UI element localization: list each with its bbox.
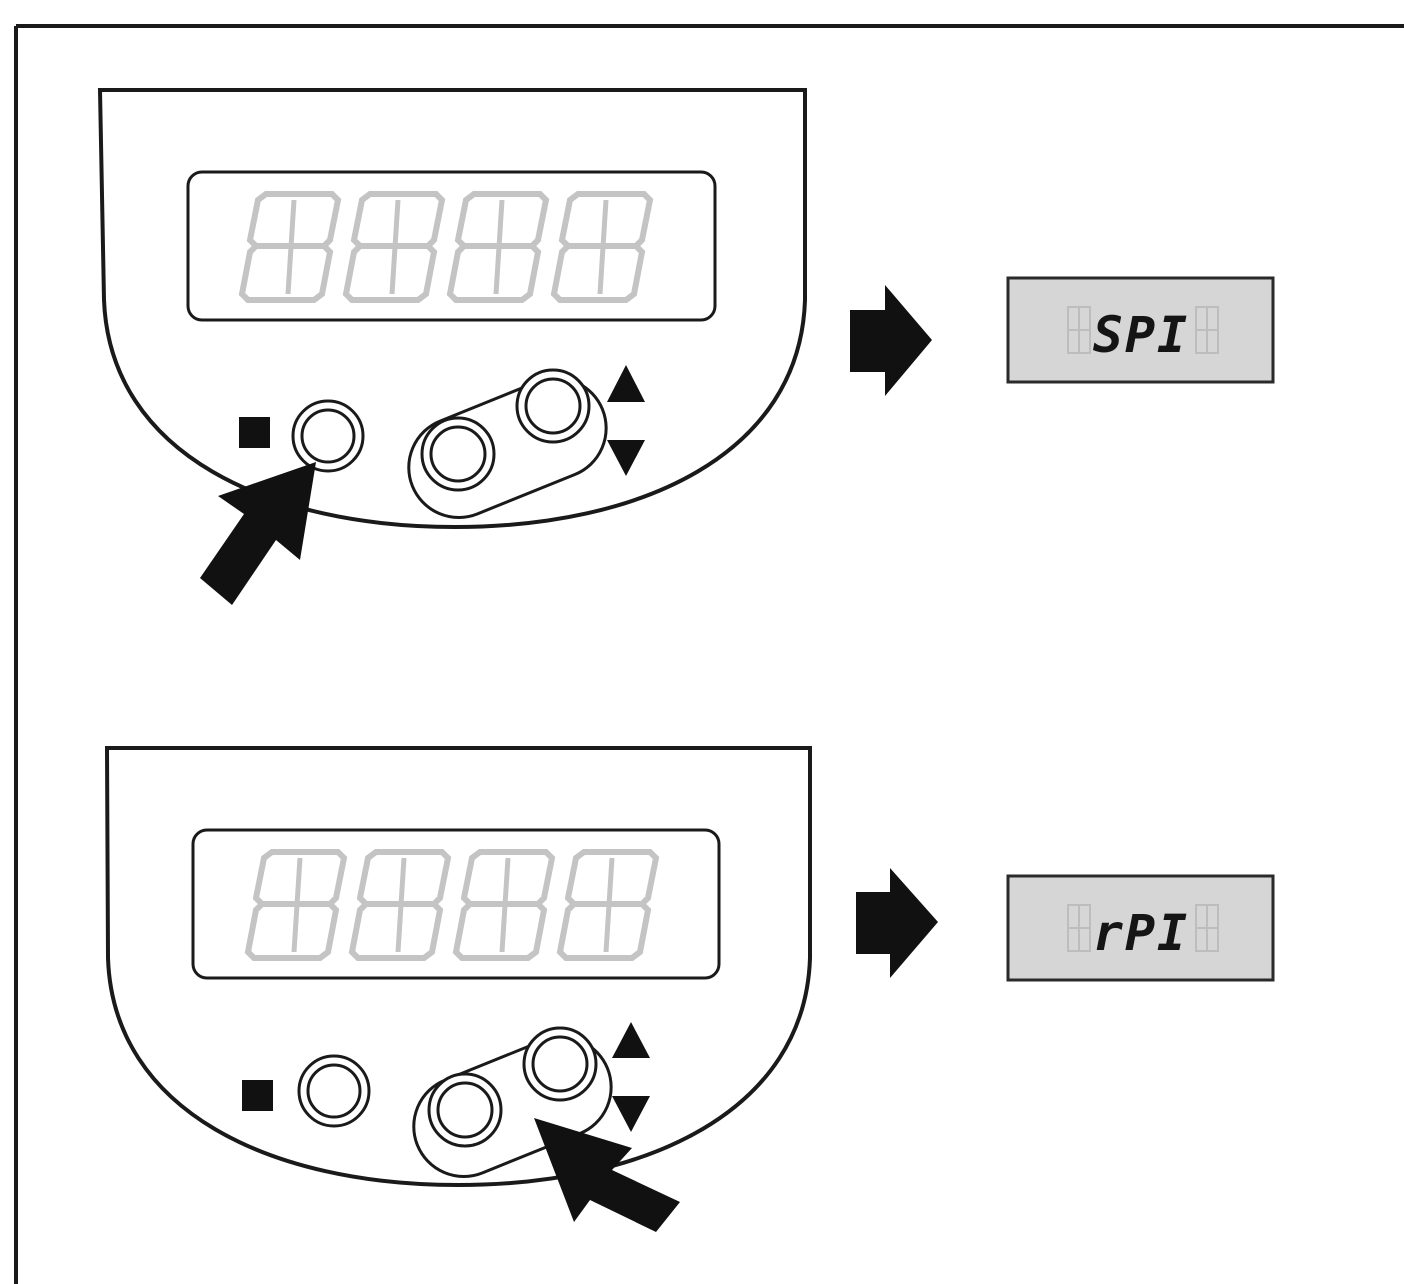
mode-set-button[interactable] <box>291 399 365 473</box>
set-indicator-square-icon <box>242 1080 273 1111</box>
result-text-2: rPI <box>1093 904 1189 962</box>
figure-frame <box>14 24 1404 1284</box>
up-triangle-icon <box>612 1022 650 1058</box>
device-panel-2 <box>104 746 812 1188</box>
up-button[interactable] <box>522 1026 598 1102</box>
down-button[interactable] <box>427 1072 503 1148</box>
result-display-1: SPI <box>1006 276 1275 384</box>
device-display-2 <box>191 828 721 980</box>
result-display-2: rPI <box>1006 874 1275 982</box>
result-arrow-icon-1 <box>850 285 932 396</box>
up-down-button-pair <box>412 1026 613 1178</box>
press-arrow-icon-1 <box>200 462 316 605</box>
mode-set-button[interactable] <box>297 1054 371 1128</box>
device-panel-1 <box>97 88 807 530</box>
device-display-1 <box>186 170 717 322</box>
down-button[interactable] <box>420 416 496 492</box>
result-arrow-icon-2 <box>856 868 938 978</box>
up-down-button-pair <box>407 368 608 519</box>
result-text-1: SPI <box>1093 306 1189 364</box>
set-indicator-square-icon <box>239 417 270 448</box>
up-button[interactable] <box>515 368 591 444</box>
down-triangle-icon <box>612 1096 650 1132</box>
press-arrow-icon-2 <box>534 1118 680 1232</box>
down-triangle-icon <box>607 440 645 476</box>
up-triangle-icon <box>607 365 645 402</box>
